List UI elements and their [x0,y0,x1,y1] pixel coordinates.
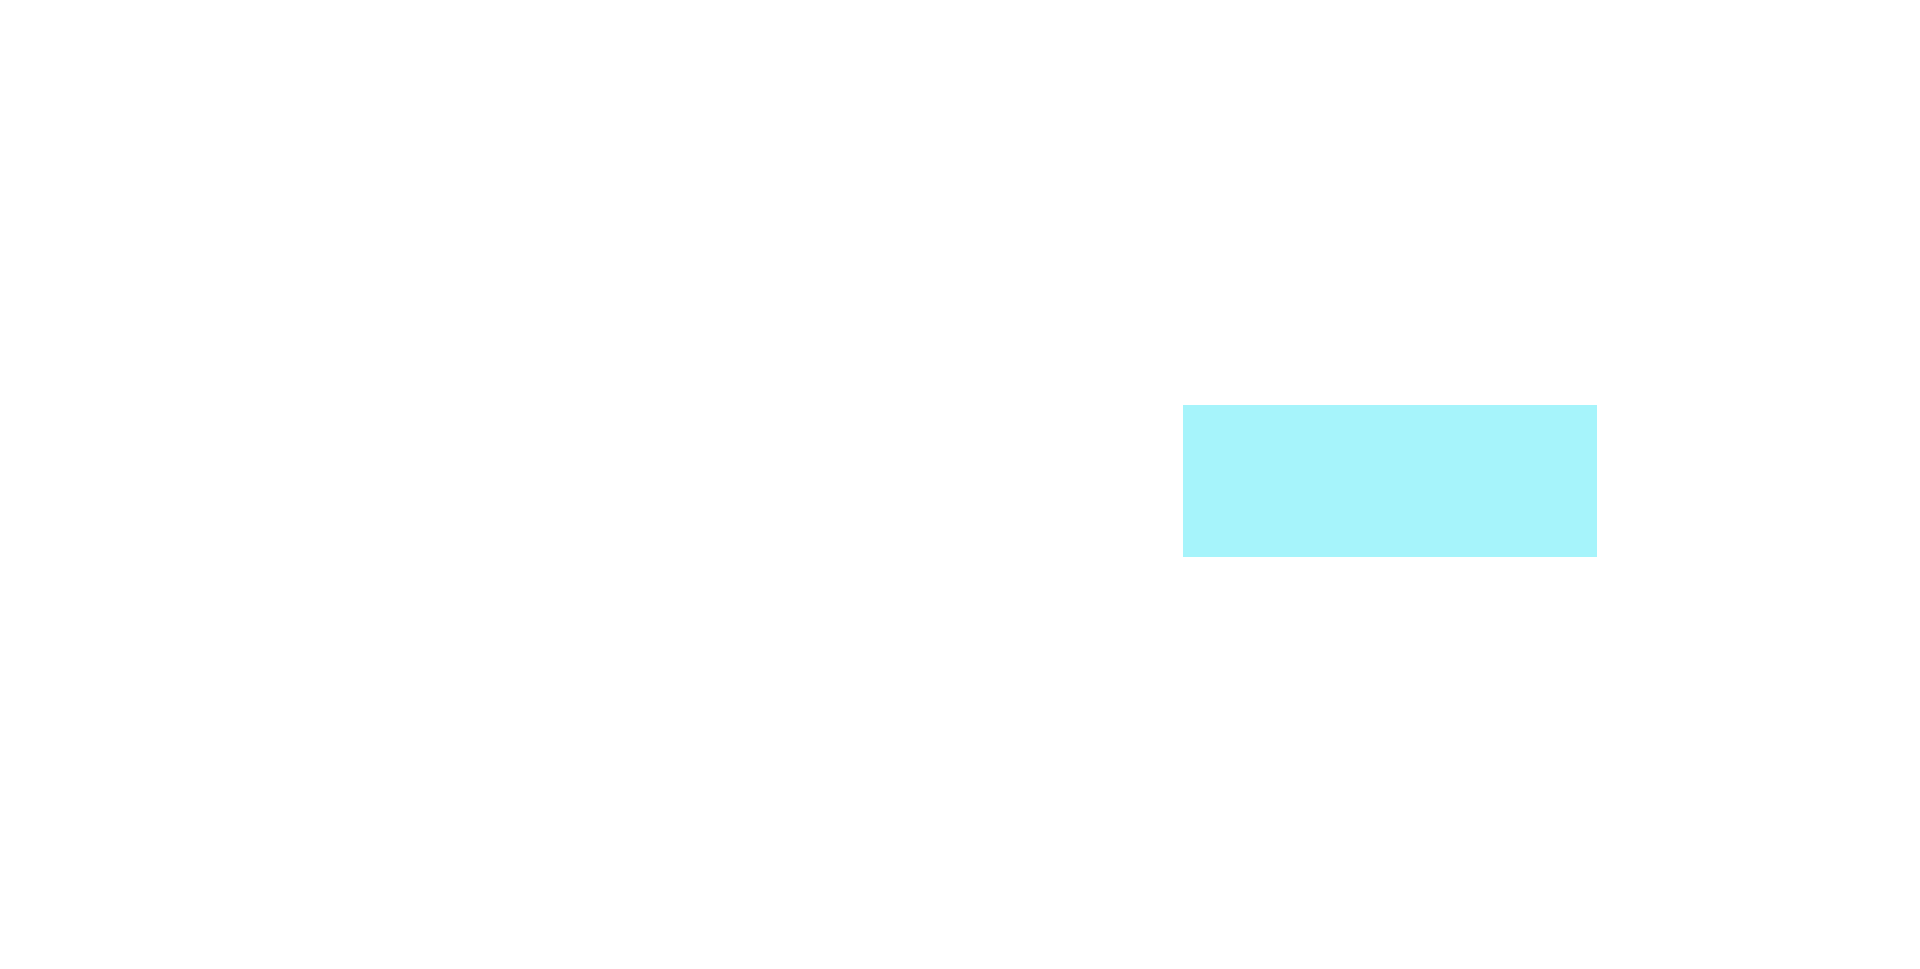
cyan-highlight-rectangle [1183,405,1597,557]
